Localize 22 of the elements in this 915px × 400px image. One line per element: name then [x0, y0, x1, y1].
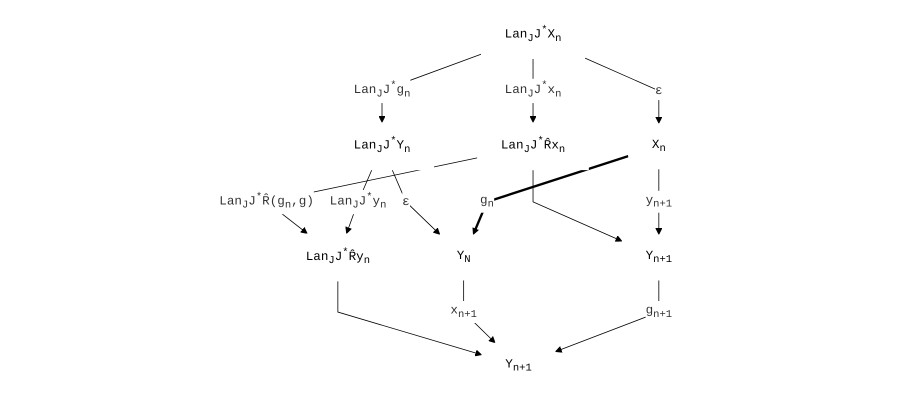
node-text: Y$_{N}$	[456, 248, 471, 266]
node-text: Lan$_{J}$J$^{*}$R̂y$_{n}$	[306, 246, 370, 268]
arrow	[532, 170, 622, 242]
arrow	[584, 58, 662, 124]
edge-label: ε	[655, 84, 663, 98]
edge-label: g$_{n+1}$	[646, 303, 672, 321]
node-text: Y$_{n+1}$	[646, 248, 672, 266]
node-text: Y$_{n+1}$	[505, 357, 532, 375]
edge-label: Lan$_{J}$J$^{*}$R̂(g$_{n}$,g)	[219, 191, 314, 212]
edge-label: x$_{n+1}$	[450, 303, 477, 321]
edge-label: Lan$_{J}$J$^{*}$y$_{n}$	[330, 191, 386, 212]
edge-label: ε	[402, 194, 410, 209]
node-text: X$_{n}$	[652, 138, 666, 156]
edge-label: Lan$_{J}$J$^{*}$g$_{n}$	[354, 80, 410, 100]
arrow	[337, 280, 482, 356]
edge-label: g$_{n}$	[480, 193, 494, 211]
arrow	[472, 155, 629, 235]
arrow	[392, 170, 440, 235]
node-text: Lan$_{J}$J$^{*}$X$_{n}$	[504, 24, 562, 45]
edge-label: y$_{n+1}$	[646, 193, 672, 211]
node-text: Lan$_{J}$J$^{*}$R̂x$_{n}$	[500, 136, 566, 156]
edge-label: Lan$_{J}$J$^{*}$x$_{n}$	[504, 80, 562, 100]
